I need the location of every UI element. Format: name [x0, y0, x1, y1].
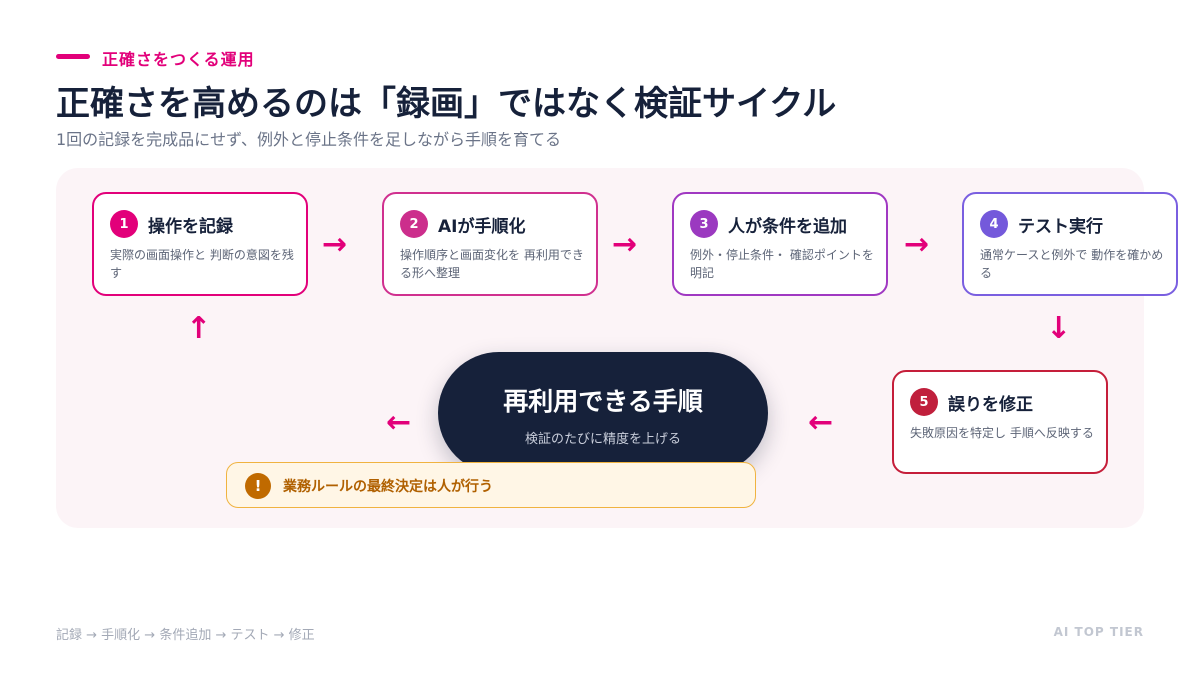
- step-title: AIが手順化: [438, 217, 526, 237]
- arrow-down-icon: ↓: [1046, 311, 1072, 346]
- eyebrow-accent-bar: [56, 54, 90, 59]
- footer-flow-summary: 記録 → 手順化 → 条件追加 → テスト → 修正: [56, 628, 315, 643]
- arrow-left-icon: ←: [808, 405, 834, 440]
- exclamation-icon: !: [245, 473, 271, 499]
- warning-note-text: 業務ルールの最終決定は人が行う: [283, 479, 493, 495]
- step-title: 人が条件を追加: [728, 217, 847, 237]
- step-title: テスト実行: [1018, 217, 1103, 237]
- arrow-up-icon: ↑: [186, 311, 212, 346]
- step-card-fix: 5 誤りを修正 失敗原因を特定し 手順へ反映する: [892, 370, 1108, 474]
- arrow-right-icon: →: [612, 227, 638, 262]
- step-number-badge: 4: [980, 210, 1008, 238]
- step-number-badge: 2: [400, 210, 428, 238]
- step-number-badge: 1: [110, 210, 138, 238]
- step-title: 誤りを修正: [948, 395, 1033, 415]
- reusable-procedure-hub: 再利用できる手順 検証のたびに精度を上げる: [438, 352, 768, 474]
- step-card-procedure: 2 AIが手順化 操作順序と画面変化を 再利用できる形へ整理: [382, 192, 598, 296]
- step-card-test: 4 テスト実行 通常ケースと例外で 動作を確かめる: [962, 192, 1178, 296]
- warning-note: ! 業務ルールの最終決定は人が行う: [226, 462, 756, 508]
- footer-brand: AI TOP TIER: [1053, 625, 1144, 639]
- hub-subtitle: 検証のたびに精度を上げる: [524, 432, 681, 447]
- step-description: 通常ケースと例外で 動作を確かめる: [980, 248, 1164, 280]
- arrow-right-icon: →: [904, 227, 930, 262]
- step-description: 実際の画面操作と 判断の意図を残す: [110, 248, 294, 280]
- page-title: 正確さを高めるのは「録画」ではなく検証サイクル: [56, 84, 837, 124]
- step-number-badge: 5: [910, 388, 938, 416]
- step-title: 操作を記録: [148, 217, 233, 237]
- step-card-record: 1 操作を記録 実際の画面操作と 判断の意図を残す: [92, 192, 308, 296]
- step-description: 操作順序と画面変化を 再利用できる形へ整理: [400, 248, 584, 280]
- arrow-right-icon: →: [322, 227, 348, 262]
- step-description: 失敗原因を特定し 手順へ反映する: [910, 426, 1094, 440]
- eyebrow-label: 正確さをつくる運用: [102, 50, 255, 69]
- arrow-left-icon: ←: [386, 405, 412, 440]
- step-number-badge: 3: [690, 210, 718, 238]
- step-description: 例外・停止条件・ 確認ポイントを明記: [690, 248, 874, 280]
- page-subtitle: 1回の記録を完成品にせず、例外と停止条件を足しながら手順を育てる: [56, 130, 562, 149]
- hub-title: 再利用できる手順: [503, 387, 703, 416]
- step-card-conditions: 3 人が条件を追加 例外・停止条件・ 確認ポイントを明記: [672, 192, 888, 296]
